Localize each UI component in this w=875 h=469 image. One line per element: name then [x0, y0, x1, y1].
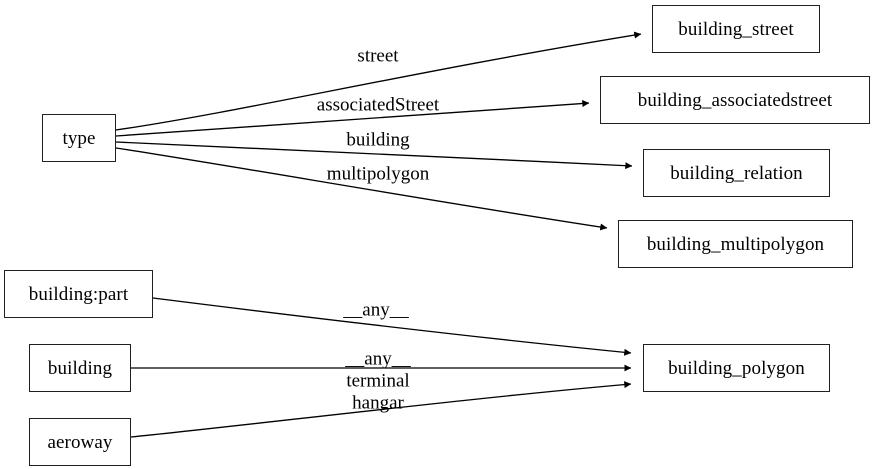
node-building-associatedstreet[interactable]: building_associatedstreet [600, 76, 870, 124]
node-building-part-label: building:part [28, 283, 129, 305]
edge-label-aeroway-hangar: hangar [352, 392, 404, 414]
node-aeroway[interactable]: aeroway [29, 418, 131, 466]
node-building-part[interactable]: building:part [4, 270, 153, 318]
node-building-relation[interactable]: building_relation [643, 149, 830, 197]
node-building-street-label: building_street [678, 18, 794, 40]
node-type-label: type [62, 127, 96, 149]
node-aeroway-label: aeroway [47, 431, 113, 453]
edge-type-street [115, 31, 642, 131]
node-building-relation-label: building_relation [670, 162, 803, 184]
edge-type-multipolygon [115, 147, 608, 231]
node-type[interactable]: type [42, 114, 116, 162]
node-building-multipolygon-label: building_multipolygon [646, 233, 825, 255]
node-building-associatedstreet-label: building_associatedstreet [637, 89, 833, 111]
edge-label-multipolygon: multipolygon [326, 163, 430, 185]
node-building-label: building [47, 357, 113, 379]
edge-aeroway-terminal-hangar [130, 381, 632, 438]
edge-type-building [115, 141, 633, 170]
node-building-polygon[interactable]: building_polygon [643, 344, 830, 392]
edge-label-aeroway-terminal: terminal [346, 370, 410, 392]
edge-label-street: street [357, 45, 399, 67]
edge-label-any-building: __any__ [345, 348, 411, 370]
node-building-multipolygon[interactable]: building_multipolygon [618, 220, 853, 268]
edge-label-any-buildingpart: __any__ [343, 299, 409, 321]
edge-label-associatedstreet: associatedStreet [316, 94, 440, 116]
node-building[interactable]: building [29, 344, 131, 392]
node-building-street[interactable]: building_street [652, 5, 820, 53]
edge-label-building: building [346, 129, 410, 151]
edge-buildingpart-any [152, 297, 632, 356]
node-building-polygon-label: building_polygon [668, 357, 805, 379]
